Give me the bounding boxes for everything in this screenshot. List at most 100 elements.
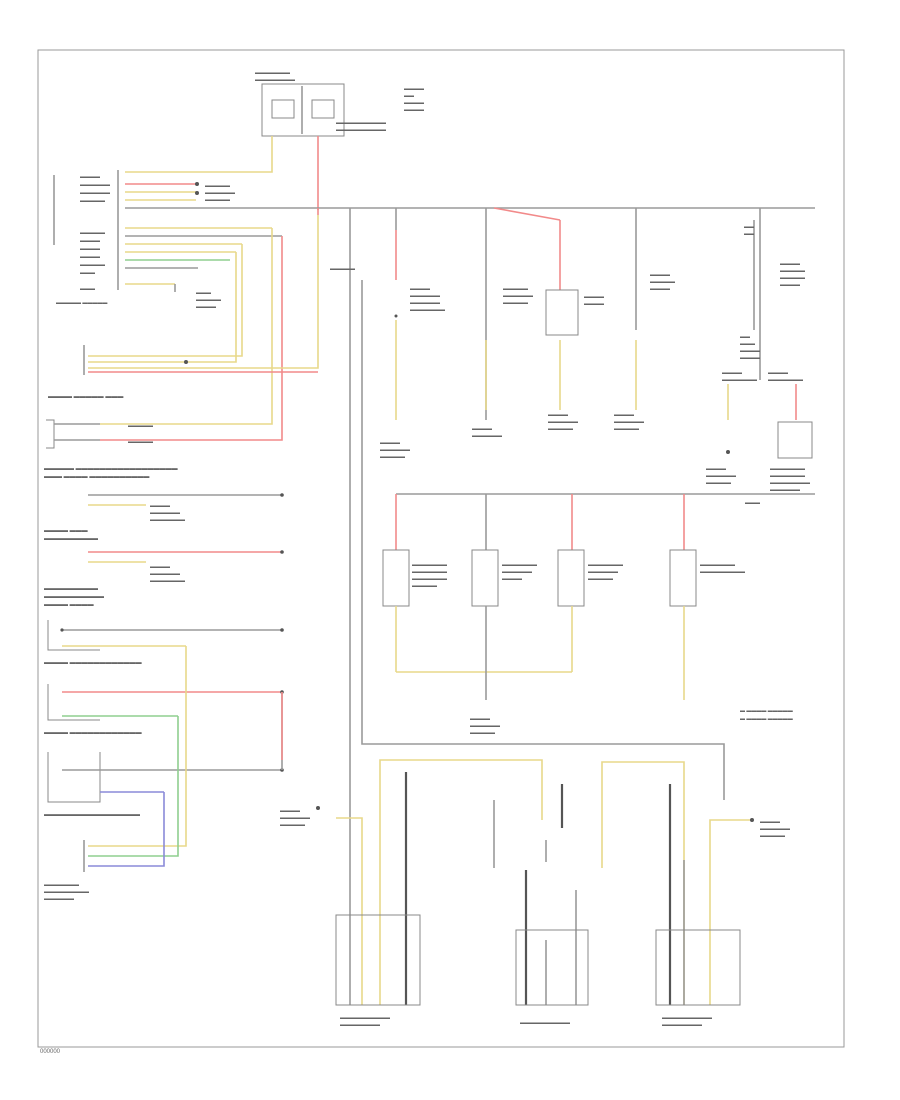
svg-text:▬▬▬▬▬▬▬: ▬▬▬▬▬▬▬ <box>770 473 805 479</box>
svg-text:▬▬▬▬▬: ▬▬▬▬▬ <box>380 454 405 460</box>
svg-text:▬▬▬▬▬▬▬: ▬▬▬▬▬▬▬ <box>412 576 447 582</box>
svg-text:▬▬▬▬▬▬: ▬▬▬▬▬▬ <box>150 510 180 516</box>
footer-code: 000000 <box>40 1049 61 1055</box>
svg-text:▬▬▬▬▬▬: ▬▬▬▬▬▬ <box>502 569 532 575</box>
svg-text:▬▬▬▬: ▬▬▬▬ <box>470 716 490 722</box>
svg-text:▬▬▬▬▬▬: ▬▬▬▬▬▬ <box>770 487 800 493</box>
svg-text:▬▬▬▬▬: ▬▬▬▬▬ <box>280 822 305 828</box>
svg-text:▬▬▬▬▬▬: ▬▬▬▬▬▬ <box>80 182 110 188</box>
svg-text:▬▬▬ ▬▬▬▬ ▬▬▬▬▬▬▬▬▬▬: ▬▬▬ ▬▬▬▬ ▬▬▬▬▬▬▬▬▬▬ <box>44 474 149 480</box>
svg-text:▬▬▬▬▬▬▬: ▬▬▬▬▬▬▬ <box>150 578 185 584</box>
svg-text:▬▬▬▬▬▬: ▬▬▬▬▬▬ <box>706 473 736 479</box>
svg-text:▬▬▬▬▬: ▬▬▬▬▬ <box>760 833 785 839</box>
svg-text:▬▬▬▬▬▬▬: ▬▬▬▬▬▬▬ <box>255 70 290 76</box>
svg-text:▬▬▬▬: ▬▬▬▬ <box>548 412 568 418</box>
svg-text:▬▬▬▬: ▬▬▬▬ <box>280 808 300 814</box>
svg-text:▬▬▬▬▬▬▬▬▬: ▬▬▬▬▬▬▬▬▬ <box>44 536 98 542</box>
middle-branches: ▬▬▬▬▬▬▬ ▬▬▬▬▬▬▬ ▬▬▬▬▬▬▬ ▬▬▬▬▬ ▬▬▬▬▬▬▬ ▬▬… <box>382 494 793 736</box>
svg-text:▬▬▬▬▬▬▬: ▬▬▬▬▬▬▬ <box>412 562 447 568</box>
svg-text:▬▬▬▬▬▬: ▬▬▬▬▬▬ <box>80 190 110 196</box>
svg-text:▬▬▬▬▬: ▬▬▬▬▬ <box>128 439 153 445</box>
bottom-section: ▬▬▬▬ ▬▬▬▬▬▬ ▬▬▬▬▬ ▬▬▬▬ ▬▬▬▬▬▬ ▬▬▬▬▬ ▬▬▬▬… <box>280 759 790 1028</box>
svg-text:▬▬▬▬▬▬: ▬▬▬▬▬▬ <box>760 826 790 832</box>
svg-text:▬▬▬▬: ▬▬▬▬ <box>780 282 800 288</box>
svg-text:▬▬▬▬▬: ▬▬▬▬▬ <box>706 480 731 486</box>
svg-text:▬▬▬▬▬▬: ▬▬▬▬▬▬ <box>588 569 618 575</box>
svg-text:▬▬▬▬▬▬▬: ▬▬▬▬▬▬▬ <box>150 517 185 523</box>
svg-text:▬▬▬▬▬▬▬▬▬: ▬▬▬▬▬▬▬▬▬ <box>44 889 89 895</box>
left-connector-top: ▬▬▬▬▬▬▬▬▬▬ ▬▬▬▬▬▬▬▬▬▬▬ ▬▬▬▬▬▬▬▬▬ ▬▬▬▬▬▬▬… <box>53 170 119 306</box>
svg-text:▬▬▬▬: ▬▬▬▬ <box>404 86 424 92</box>
svg-text:▬▬▬▬▬: ▬▬▬▬▬ <box>80 198 105 204</box>
svg-text:▬▬: ▬▬ <box>744 231 754 237</box>
svg-text:▬▬▬▬▬▬: ▬▬▬▬▬▬ <box>410 293 440 299</box>
svg-text:▬▬▬▬▬: ▬▬▬▬▬ <box>128 423 153 429</box>
svg-text:▬▬▬▬▬ ▬▬▬▬▬▬▬▬▬▬▬▬▬▬▬▬▬: ▬▬▬▬▬ ▬▬▬▬▬▬▬▬▬▬▬▬▬▬▬▬▬ <box>44 466 178 472</box>
svg-text:▬▬▬: ▬▬▬ <box>740 341 755 347</box>
svg-text:▬▬: ▬▬ <box>404 93 414 99</box>
svg-text:▬▬▬▬▬▬▬: ▬▬▬▬▬▬▬ <box>722 377 757 383</box>
left-switch-unit <box>46 419 100 449</box>
svg-text:▬▬▬▬: ▬▬▬▬ <box>780 261 800 267</box>
svg-text:▬▬▬▬▬: ▬▬▬▬▬ <box>196 297 221 303</box>
svg-text:▬▬▬▬▬▬▬▬: ▬▬▬▬▬▬▬▬ <box>662 1022 702 1028</box>
svg-text:▬▬▬▬▬: ▬▬▬▬▬ <box>780 268 805 274</box>
svg-text:▬▬▬▬▬▬: ▬▬▬▬▬▬ <box>472 433 502 439</box>
svg-text:▬▬▬▬: ▬▬▬▬ <box>650 272 670 278</box>
diagram-frame <box>37 49 845 1048</box>
svg-text:▬▬▬▬▬▬: ▬▬▬▬▬▬ <box>150 571 180 577</box>
svg-text:▬▬▬▬▬▬: ▬▬▬▬▬▬ <box>44 896 74 902</box>
svg-text:▬▬▬▬: ▬▬▬▬ <box>150 564 170 570</box>
svg-text:▬▬▬▬: ▬▬▬▬ <box>722 370 742 376</box>
svg-text:▬▬▬▬: ▬▬▬▬ <box>768 370 788 376</box>
svg-text:▬▬▬▬▬▬▬▬▬▬: ▬▬▬▬▬▬▬▬▬▬ <box>44 594 104 600</box>
svg-text:▬▬▬▬: ▬▬▬▬ <box>380 440 400 446</box>
svg-text:▬▬▬▬▬: ▬▬▬▬▬ <box>412 583 437 589</box>
svg-text:▬▬▬▬: ▬▬▬▬ <box>650 286 670 292</box>
svg-text:▬▬▬▬: ▬▬▬▬ <box>760 819 780 825</box>
svg-text:▬▬▬▬: ▬▬▬▬ <box>502 576 522 582</box>
svg-text:▬▬▬▬: ▬▬▬▬ <box>80 254 100 260</box>
svg-text:▬▬▬▬▬▬▬: ▬▬▬▬▬▬▬ <box>700 562 735 568</box>
svg-text:▬▬▬▬▬: ▬▬▬▬▬ <box>588 576 613 582</box>
svg-text:▬▬▬▬▬▬▬: ▬▬▬▬▬▬▬ <box>412 569 447 575</box>
svg-text:▬▬▬▬ ▬▬▬▬: ▬▬▬▬ ▬▬▬▬ <box>44 602 94 608</box>
svg-text:▬▬▬: ▬▬▬ <box>745 500 760 506</box>
svg-text:▬▬▬▬: ▬▬▬▬ <box>614 412 634 418</box>
svg-text:▬▬▬▬▬▬▬: ▬▬▬▬▬▬▬ <box>588 562 623 568</box>
svg-text:▬▬: ▬▬ <box>744 224 754 230</box>
svg-text:▬▬▬▬▬▬▬: ▬▬▬▬▬▬▬ <box>502 562 537 568</box>
svg-text:▬▬▬▬▬: ▬▬▬▬▬ <box>780 275 805 281</box>
svg-text:▬▬▬▬▬▬▬▬▬▬: ▬▬▬▬▬▬▬▬▬▬ <box>662 1015 712 1021</box>
svg-text:▬▬▬▬▬▬: ▬▬▬▬▬▬ <box>470 723 500 729</box>
svg-text:▬▬▬▬▬▬▬▬▬▬: ▬▬▬▬▬▬▬▬▬▬ <box>336 120 386 126</box>
svg-text:▬▬▬▬▬ ▬▬▬▬▬: ▬▬▬▬▬ ▬▬▬▬▬ <box>56 300 107 306</box>
svg-text:▬▬▬▬▬: ▬▬▬▬▬ <box>470 730 495 736</box>
svg-text:▬▬▬▬: ▬▬▬▬ <box>740 348 760 354</box>
svg-text:▬▬▬▬▬▬▬▬▬: ▬▬▬▬▬▬▬▬▬ <box>44 586 98 592</box>
svg-text:▬▬▬▬▬: ▬▬▬▬▬ <box>548 426 573 432</box>
svg-text:▬▬▬▬▬▬: ▬▬▬▬▬▬ <box>280 815 310 821</box>
svg-text:▬▬▬▬▬: ▬▬▬▬▬ <box>503 286 528 292</box>
svg-text:▬▬▬▬▬▬▬▬: ▬▬▬▬▬▬▬▬ <box>340 1022 380 1028</box>
svg-text:▬▬▬▬: ▬▬▬▬ <box>404 100 424 106</box>
svg-text:▬▬: ▬▬ <box>740 334 750 340</box>
svg-text:▬▬▬▬: ▬▬▬▬ <box>584 294 604 300</box>
svg-text:▬▬▬▬ ▬▬▬: ▬▬▬▬ ▬▬▬ <box>44 528 88 534</box>
svg-text:▬▬▬▬▬: ▬▬▬▬▬ <box>650 279 675 285</box>
svg-text:▬▬▬▬▬: ▬▬▬▬▬ <box>80 262 105 268</box>
svg-text:▬▬▬▬: ▬▬▬▬ <box>80 174 100 180</box>
svg-text:▬▬▬▬ ▬▬▬▬▬▬▬▬▬▬▬▬: ▬▬▬▬ ▬▬▬▬▬▬▬▬▬▬▬▬ <box>44 730 142 736</box>
svg-text:▬▬▬▬: ▬▬▬▬ <box>404 107 424 113</box>
svg-text:▬▬▬: ▬▬▬ <box>196 290 211 296</box>
svg-text:▬▬▬▬▬: ▬▬▬▬▬ <box>205 197 230 203</box>
svg-text:▬▬▬▬: ▬▬▬▬ <box>80 246 100 252</box>
svg-text:▬▬▬▬ ▬▬▬▬▬▬▬▬▬▬▬▬: ▬▬▬▬ ▬▬▬▬▬▬▬▬▬▬▬▬ <box>44 660 142 666</box>
svg-text:▬ ▬▬▬▬ ▬▬▬▬▬: ▬ ▬▬▬▬ ▬▬▬▬▬ <box>740 716 793 722</box>
svg-text:▬▬▬▬▬▬: ▬▬▬▬▬▬ <box>380 447 410 453</box>
svg-text:▬▬▬▬: ▬▬▬▬ <box>150 503 170 509</box>
top-right-branches: ▬▬▬▬▬ ▬▬▬▬ ▬▬▬▬▬▬ ▬▬▬▬▬▬ ▬▬▬▬▬▬▬ ▬▬▬▬ ▬▬… <box>330 207 813 1005</box>
svg-text:▬▬▬▬▬▬▬: ▬▬▬▬▬▬▬ <box>770 466 805 472</box>
svg-text:▬▬▬▬▬: ▬▬▬▬▬ <box>80 230 105 236</box>
